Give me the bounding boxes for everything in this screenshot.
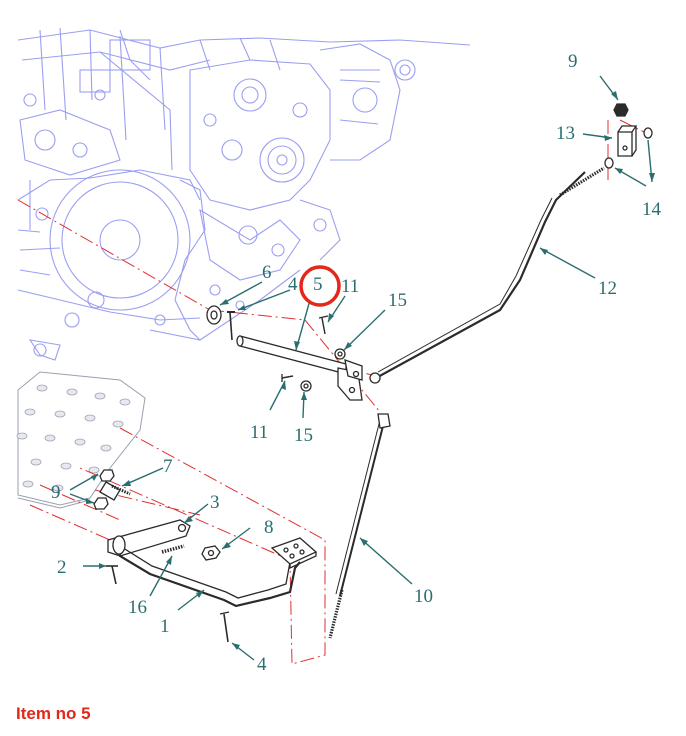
shaft-5 (239, 335, 347, 375)
nut-9-top (613, 103, 629, 117)
callout-11-bottom: 11 (250, 422, 268, 443)
callout-7: 7 (163, 456, 173, 477)
callout-9-left: 9 (51, 482, 61, 503)
washer-15-top (334, 348, 346, 360)
nut-8 (201, 545, 221, 561)
pin-4-bottom (223, 613, 229, 643)
callout-5: 5 (313, 274, 323, 295)
part-14a (643, 127, 653, 139)
callout-11-top: 11 (341, 276, 359, 297)
callout-4-bottom: 4 (257, 654, 267, 675)
threaded-end-12 (559, 166, 605, 197)
callout-15-top: 15 (388, 290, 407, 311)
pedal-pad (270, 537, 318, 565)
link-plate-3 (107, 519, 191, 557)
callout-8: 8 (264, 517, 274, 538)
nut-9-left-bot (93, 497, 109, 510)
callout-9-top: 9 (568, 51, 578, 72)
callout-16: 16 (128, 597, 147, 618)
rod-10 (339, 421, 385, 597)
spring-16 (161, 544, 185, 554)
throttle-rod-12 (375, 171, 586, 379)
callout-15-bottom: 15 (294, 425, 313, 446)
callout-14: 14 (642, 199, 662, 220)
highlighted-item-caption: Item no 5 (16, 704, 91, 723)
callout-3: 3 (210, 492, 220, 513)
engine-transmission-background (17, 27, 471, 361)
highlight-circle (299, 265, 341, 307)
block-13 (617, 131, 633, 157)
part-14b (604, 157, 614, 169)
washer-15-bot (300, 380, 312, 392)
callout-4-top: 4 (288, 274, 298, 295)
pin-11-bot (281, 375, 294, 379)
footboard (16, 371, 146, 509)
callout-13: 13 (556, 123, 575, 144)
callout-2: 2 (57, 557, 67, 578)
callout-labels: 9 13 14 12 6 4 5 11 15 11 15 7 9 3 8 2 1… (51, 51, 662, 675)
callout-1: 1 (160, 616, 170, 637)
pedal-arm-1 (116, 539, 301, 608)
pin-11-top (321, 317, 326, 335)
threaded-end-10 (328, 589, 344, 639)
callout-12: 12 (598, 278, 617, 299)
leader-arrowheads (86, 91, 655, 650)
callout-6: 6 (262, 262, 272, 283)
linkage-parts (93, 103, 653, 643)
pin-4-top (229, 311, 233, 341)
nut-9-left-top (99, 469, 115, 482)
washer-6 (206, 305, 222, 325)
callout-10: 10 (414, 586, 433, 607)
